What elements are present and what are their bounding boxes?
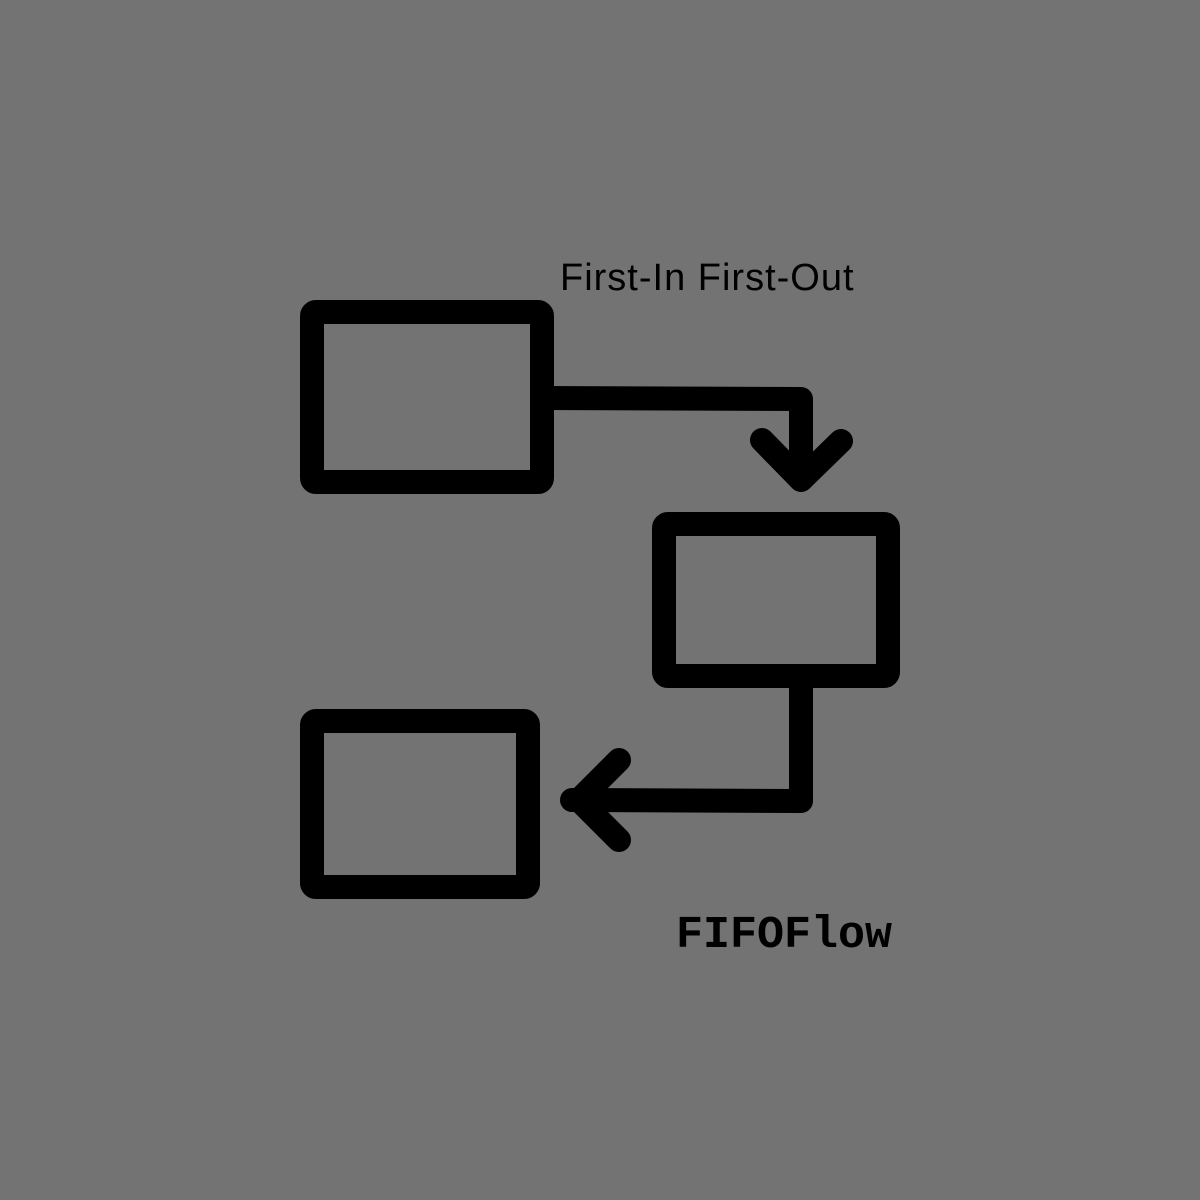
arrowhead-left-icon <box>567 748 631 852</box>
brand-wordmark: FIFOFlow <box>676 910 893 961</box>
tagline: First-In First-Out <box>560 257 855 299</box>
queue-box-first <box>300 300 554 494</box>
connector-second-to-third <box>560 664 813 813</box>
queue-box-second <box>652 512 900 688</box>
queue-box-third <box>300 709 540 899</box>
connector-first-to-second <box>530 386 813 490</box>
arrowhead-down-icon <box>750 428 853 492</box>
